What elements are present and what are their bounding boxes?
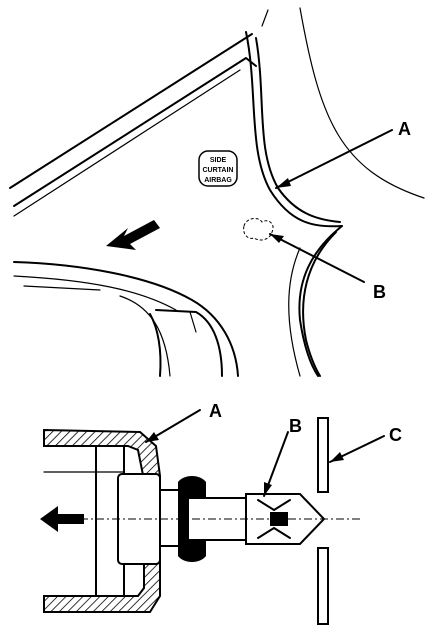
direction-arrow-icon (106, 220, 160, 250)
window-edge-outer (9, 33, 253, 189)
leader-a-top (275, 129, 393, 189)
roof-edge-stub (261, 9, 269, 27)
leader-b-top-arrowhead (270, 234, 284, 243)
lower-pillar-line-1 (298, 225, 343, 377)
badge-outline (198, 150, 238, 187)
label-a-top: A (398, 119, 411, 139)
trim-panel-section (43, 428, 161, 613)
clip-head-fins (257, 499, 291, 539)
pull-direction-arrow-icon (40, 506, 84, 532)
label-a-bottom: A (209, 401, 222, 421)
side-curtain-airbag-badge: SIDE CURTAIN AIRBAG (198, 150, 238, 187)
body-panel-lower (317, 547, 329, 625)
leader-c-bottom-arrowhead (330, 452, 344, 462)
section-view-illustration: A B C (40, 401, 402, 625)
window-edge-inner (13, 57, 257, 207)
body-panel-upper (317, 417, 329, 493)
leader-a-top-arrowhead (276, 178, 291, 188)
pillar-trim-outer-edge (245, 31, 343, 228)
hidden-clip-outline (243, 218, 274, 241)
badge-line-2: CURTAIN (203, 167, 234, 174)
lower-pillar-line-2 (302, 231, 337, 377)
door-panel-line (23, 285, 101, 291)
badge-line-1: SIDE (210, 157, 227, 164)
top-view-illustration: SIDE CURTAIN AIRBAG A B (9, 7, 425, 377)
badge-line-3: AIRBAG (204, 177, 232, 184)
leader-a-bottom-arrowhead (146, 432, 159, 442)
seat-line-1 (119, 295, 171, 377)
door-top-edge (13, 261, 239, 377)
label-b-bottom: B (289, 416, 302, 436)
label-c-bottom: C (389, 425, 402, 445)
seat-fold (189, 311, 197, 333)
leader-b-bottom-arrowhead (264, 482, 272, 496)
seat-back-outline (155, 309, 223, 377)
pillar-trim-inner-edge (255, 37, 341, 223)
window-edge-third (13, 69, 241, 217)
label-b-top: B (373, 282, 386, 302)
headliner-curve (299, 7, 425, 199)
seat-side (149, 313, 162, 377)
door-inner-edge (13, 275, 177, 311)
leader-b-top (269, 233, 365, 283)
lower-pillar-line-3 (288, 247, 301, 377)
